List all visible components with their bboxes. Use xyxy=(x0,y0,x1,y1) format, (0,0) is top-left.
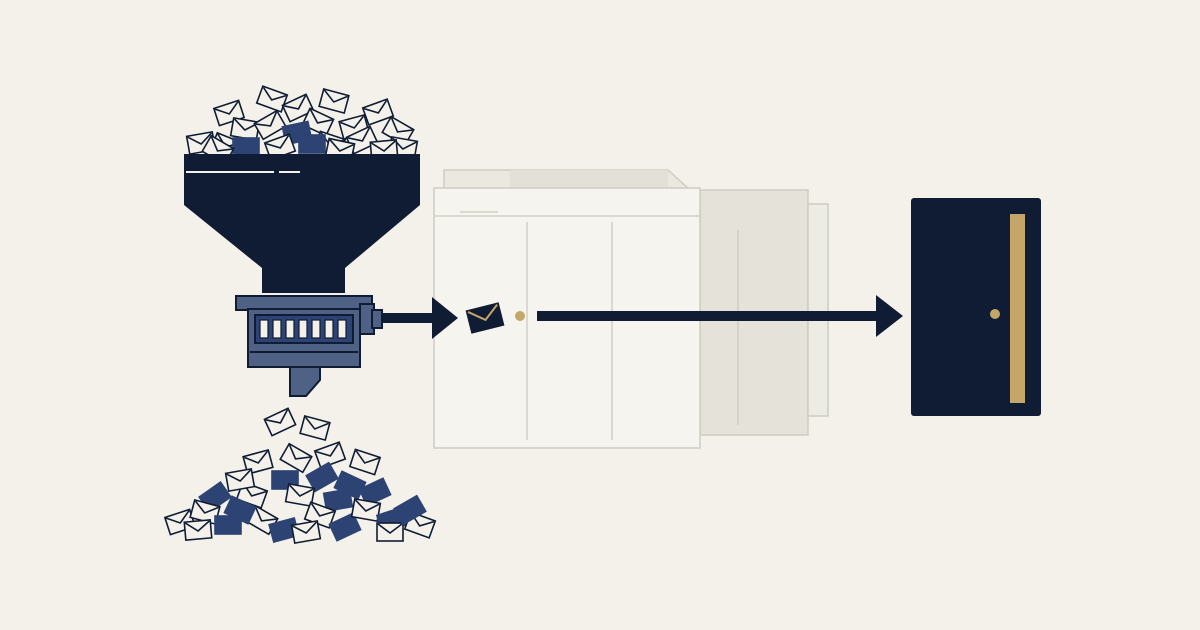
envelope-outline-icon xyxy=(284,482,316,508)
envelope-filled-icon xyxy=(214,515,242,535)
envelope-outline-icon xyxy=(381,115,415,147)
envelope-pile-icon xyxy=(163,407,437,545)
funnel-envelopes xyxy=(185,85,419,166)
envelope-outline-icon xyxy=(224,467,256,493)
envelope-outline-icon xyxy=(229,116,261,142)
envelope-filled-icon xyxy=(305,461,339,493)
machine-slot xyxy=(311,319,321,339)
envelope-outline-icon xyxy=(361,98,395,126)
envelope-outline-icon xyxy=(348,448,382,476)
envelope-icon xyxy=(465,302,505,334)
arrow-machine-to-envelope xyxy=(382,297,458,339)
envelope-filled-icon xyxy=(298,134,326,154)
envelope-filled-icon xyxy=(393,494,427,526)
envelope-filled-icon xyxy=(322,487,354,513)
envelope-outline-icon xyxy=(299,414,331,442)
envelope-outline-icon xyxy=(255,85,289,113)
machine-slot xyxy=(324,319,334,339)
envelope-outline-icon xyxy=(279,442,313,474)
envelope-outline-icon xyxy=(313,441,347,469)
machine-slot xyxy=(337,319,347,339)
door-knob xyxy=(990,309,1000,319)
envelope-outline-icon xyxy=(263,407,297,437)
machine-window xyxy=(259,319,347,339)
open-door-icon xyxy=(911,198,1041,416)
filter-machine-icon xyxy=(235,295,383,397)
envelope-outline-icon xyxy=(242,448,274,476)
envelope-filled-icon xyxy=(232,137,260,157)
machine-slot xyxy=(298,319,308,339)
envelope-filled-icon xyxy=(328,512,362,542)
funnel-icon xyxy=(184,85,420,293)
envelope-outline-icon xyxy=(376,522,404,542)
envelope-outline-icon xyxy=(281,93,315,123)
machine-slot xyxy=(272,319,282,339)
envelope-filled-icon xyxy=(223,495,257,525)
machine-slot xyxy=(285,319,295,339)
machine-slot xyxy=(259,319,269,339)
envelope-outline-icon xyxy=(350,497,382,523)
envelope-outline-icon xyxy=(301,107,335,137)
envelope-outline-icon xyxy=(253,109,287,141)
envelope-outline-icon xyxy=(318,87,350,115)
envelope-outline-icon xyxy=(189,498,221,526)
arrow-to-door xyxy=(537,295,903,337)
checkpoint-dot xyxy=(515,311,525,321)
envelope-outline-icon xyxy=(290,519,322,545)
envelope-filled-icon xyxy=(358,477,392,507)
envelope-outline-icon xyxy=(183,519,213,541)
